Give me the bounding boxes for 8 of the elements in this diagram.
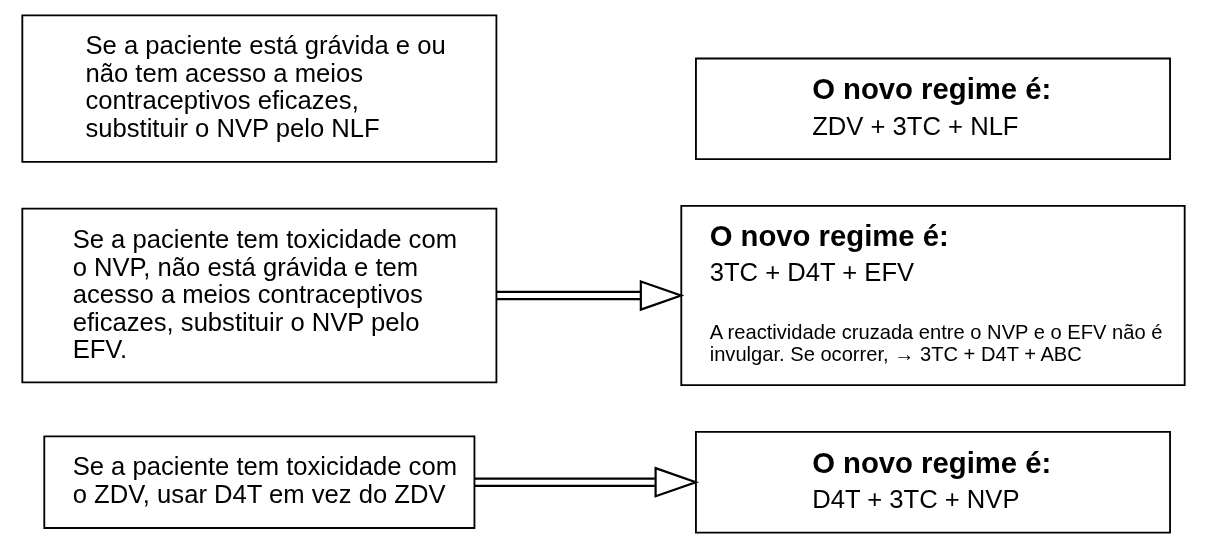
node-box: Se a paciente está grávida e ou não tem acesso a meios contraceptivos eficazes, substituir o NVP pelo NLF (21, 14, 498, 163)
arrow (474, 466, 700, 498)
node-box: O novo regime é: 3TC + D4T + EFV A reactividade cruzada entre o NVP e o EFV não é invulgar. Se ocorrer, → 3TC + D4T + ABC (680, 204, 1186, 387)
node-box: Se a paciente tem toxicidade com o NVP, não está grávida e tem acesso a meios contraceptivos eficazes, substituir o NVP pelo EFV. (21, 207, 498, 384)
node-box: Se a paciente tem toxicidade com o ZDV, usar D4T em vez do ZDV (43, 435, 476, 529)
node-box: O novo regime é: ZDV + 3TC + NLF (695, 57, 1171, 161)
arrow (496, 279, 685, 312)
node-box: O novo regime é: D4T + 3TC + NVP (695, 430, 1171, 534)
